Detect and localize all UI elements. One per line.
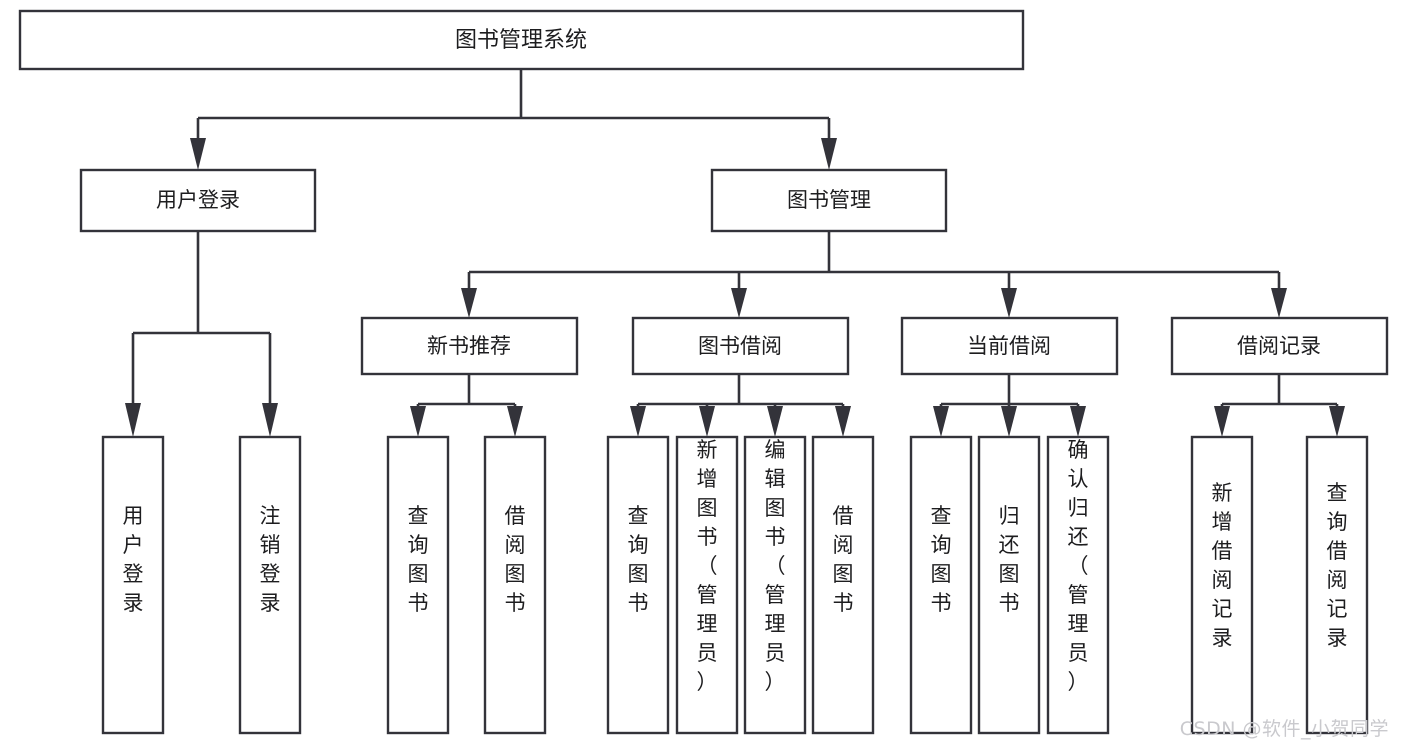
leaf-node-br-query-record[interactable]: 查询借阅记录: [1305, 435, 1369, 735]
leaf-bb-query-book-box: [606, 435, 670, 735]
leaf-node-bb-add-book[interactable]: 新增图书（管理员）: [675, 435, 739, 735]
node-user-login[interactable]: 用户登录: [79, 168, 317, 233]
node-book-management-label: 图书管理: [787, 188, 871, 212]
leaf-cb-confirm-return-box: [1046, 435, 1110, 735]
node-current-borrow[interactable]: 当前借阅: [900, 316, 1119, 376]
leaf-br-add-record-box: [1190, 435, 1254, 735]
connector-group-current-borrow: [933, 374, 1086, 437]
arrow-head-bb-leaf-4: [835, 406, 851, 437]
node-borrow-records-label: 借阅记录: [1237, 334, 1321, 358]
leaf-cb-query-book-box: [909, 435, 973, 735]
connector-group-book-borrow: [630, 374, 851, 437]
leaf-node-cb-query-book[interactable]: 查询图书: [909, 435, 973, 735]
leaf-node-cb-confirm-return[interactable]: 确认归还（管理员）: [1046, 435, 1110, 735]
node-user-login-label: 用户登录: [156, 188, 240, 212]
leaf-logout-label: 注销登录: [260, 504, 281, 615]
csdn-watermark: CSDN @软件_小贺同学: [1179, 718, 1389, 740]
leaf-nb-borrow-book-box: [483, 435, 547, 735]
node-book-management-box: [710, 168, 948, 233]
leaf-cb-return-book-label: 归还图书: [999, 504, 1020, 615]
leaf-bb-edit-book-box: [743, 435, 807, 735]
leaf-bb-borrow-book-box: [811, 435, 875, 735]
leaf-nb-query-book-box: [386, 435, 450, 735]
node-book-management[interactable]: 图书管理: [710, 168, 948, 233]
leaf-nb-borrow-book-label: 借阅图书: [505, 504, 526, 615]
leaf-br-query-record-label: 查询借阅记录: [1327, 481, 1348, 650]
leaf-node-nb-borrow-book[interactable]: 借阅图书: [483, 435, 547, 735]
leaf-node-cb-return-book[interactable]: 归还图书: [977, 435, 1041, 735]
leaf-cb-query-book-label: 查询图书: [931, 504, 952, 615]
connector-group-book-mgmt: [461, 231, 1287, 318]
leaf-bb-borrow-book-label: 借阅图书: [833, 504, 854, 615]
leaf-bb-add-book-label: 新增图书（管理员）: [697, 438, 718, 694]
node-book-borrow[interactable]: 图书借阅: [631, 316, 850, 376]
arrow-head-cb-leaf-3: [1070, 406, 1086, 437]
arrow-head-current-borrow: [1001, 288, 1017, 318]
leaf-node-nb-query-book[interactable]: 查询图书: [386, 435, 450, 735]
arrow-head-br-leaf-1: [1214, 406, 1230, 437]
connector-group-root: [190, 69, 837, 170]
arrow-head-book-mgmt: [821, 138, 837, 170]
node-book-borrow-label: 图书借阅: [698, 334, 782, 358]
arrow-head-leaf-user-login: [125, 403, 141, 437]
arrow-head-bb-leaf-3: [767, 406, 783, 437]
leaf-node-user-login[interactable]: 用户登录: [101, 435, 165, 735]
leaf-bb-add-book-box: [675, 435, 739, 735]
connector-group-new-book: [410, 374, 523, 437]
node-current-borrow-label: 当前借阅: [967, 334, 1051, 358]
leaf-user-login-box: [101, 435, 165, 735]
arrow-head-book-borrow: [731, 288, 747, 318]
node-user-login-box: [79, 168, 317, 233]
leaf-br-query-record-box: [1305, 435, 1369, 735]
arrow-head-new-book: [461, 288, 477, 318]
arrow-head-nb-leaf-2: [507, 406, 523, 437]
node-new-book-recommend-box: [360, 316, 579, 376]
leaf-logout-box: [238, 435, 302, 735]
arrow-head-user-login: [190, 138, 206, 170]
node-root-system[interactable]: 图书管理系统: [18, 9, 1025, 71]
arrow-head-leaf-logout: [262, 403, 278, 437]
node-root-box: [18, 9, 1025, 71]
arrow-head-cb-leaf-2: [1001, 406, 1017, 437]
arrow-head-br-leaf-2: [1329, 406, 1345, 437]
leaf-node-bb-edit-book[interactable]: 编辑图书（管理员）: [743, 435, 807, 735]
node-borrow-records[interactable]: 借阅记录: [1170, 316, 1389, 376]
arrow-head-bb-leaf-2: [699, 406, 715, 437]
leaf-cb-confirm-return-label: 确认归还（管理员）: [1068, 438, 1089, 694]
leaf-bb-query-book-label: 查询图书: [628, 504, 649, 615]
leaf-node-br-add-record[interactable]: 新增借阅记录: [1190, 435, 1254, 735]
leaf-user-login-label: 用户登录: [123, 504, 144, 615]
leaf-cb-return-book-box: [977, 435, 1041, 735]
leaf-node-bb-query-book[interactable]: 查询图书: [606, 435, 670, 735]
node-borrow-records-box: [1170, 316, 1389, 376]
leaf-nb-query-book-label: 查询图书: [408, 504, 429, 615]
arrow-head-cb-leaf-1: [933, 406, 949, 437]
leaf-br-add-record-label: 新增借阅记录: [1212, 481, 1233, 650]
node-new-book-recommend[interactable]: 新书推荐: [360, 316, 579, 376]
node-book-borrow-box: [631, 316, 850, 376]
connector-group-borrow-records: [1214, 374, 1345, 437]
node-root-label: 图书管理系统: [455, 28, 587, 53]
connector-group-user-login: [125, 231, 278, 437]
leaf-node-logout[interactable]: 注销登录: [238, 435, 302, 735]
leaf-node-bb-borrow-book[interactable]: 借阅图书: [811, 435, 875, 735]
arrow-head-bb-leaf-1: [630, 406, 646, 437]
node-current-borrow-box: [900, 316, 1119, 376]
arrow-head-borrow-records: [1271, 288, 1287, 318]
leaf-bb-edit-book-label: 编辑图书（管理员）: [765, 438, 786, 694]
node-new-book-recommend-label: 新书推荐: [427, 334, 511, 358]
arrow-head-nb-leaf-1: [410, 406, 426, 437]
